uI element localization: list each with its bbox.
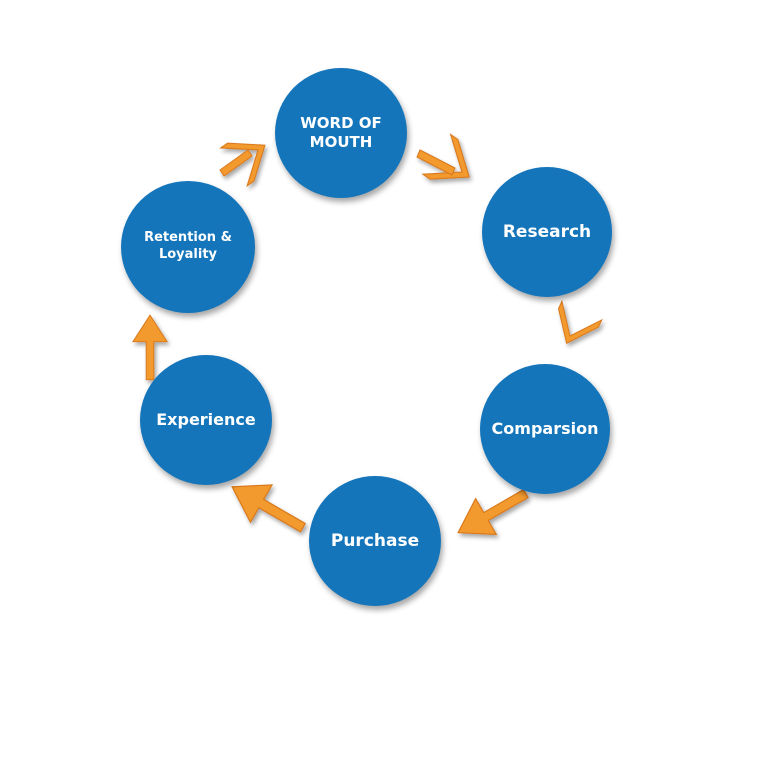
node-word-of-mouth-label: WORD OF MOUTH bbox=[300, 113, 382, 152]
node-experience-label: Experience bbox=[156, 409, 256, 429]
arrow-wom-to-research bbox=[416, 133, 484, 198]
node-research: Research bbox=[482, 167, 612, 297]
node-purchase-label: Purchase bbox=[330, 530, 420, 551]
node-word-of-mouth: WORD OF MOUTH bbox=[275, 68, 407, 198]
node-comparison: Comparsion bbox=[480, 364, 610, 494]
arrow-purchase-to-experience bbox=[220, 467, 315, 547]
node-research-label: Research bbox=[502, 221, 592, 242]
arrow-retention-to-wom bbox=[219, 125, 279, 187]
arrow-research-to-comparison bbox=[546, 300, 603, 354]
node-purchase: Purchase bbox=[309, 476, 441, 606]
node-comparison-label: Comparsion bbox=[491, 418, 599, 438]
node-experience: Experience bbox=[140, 355, 272, 485]
node-retention-loyalty-label: Retention & Loyality bbox=[144, 230, 232, 262]
node-retention-loyalty: Retention & Loyality bbox=[121, 181, 255, 313]
